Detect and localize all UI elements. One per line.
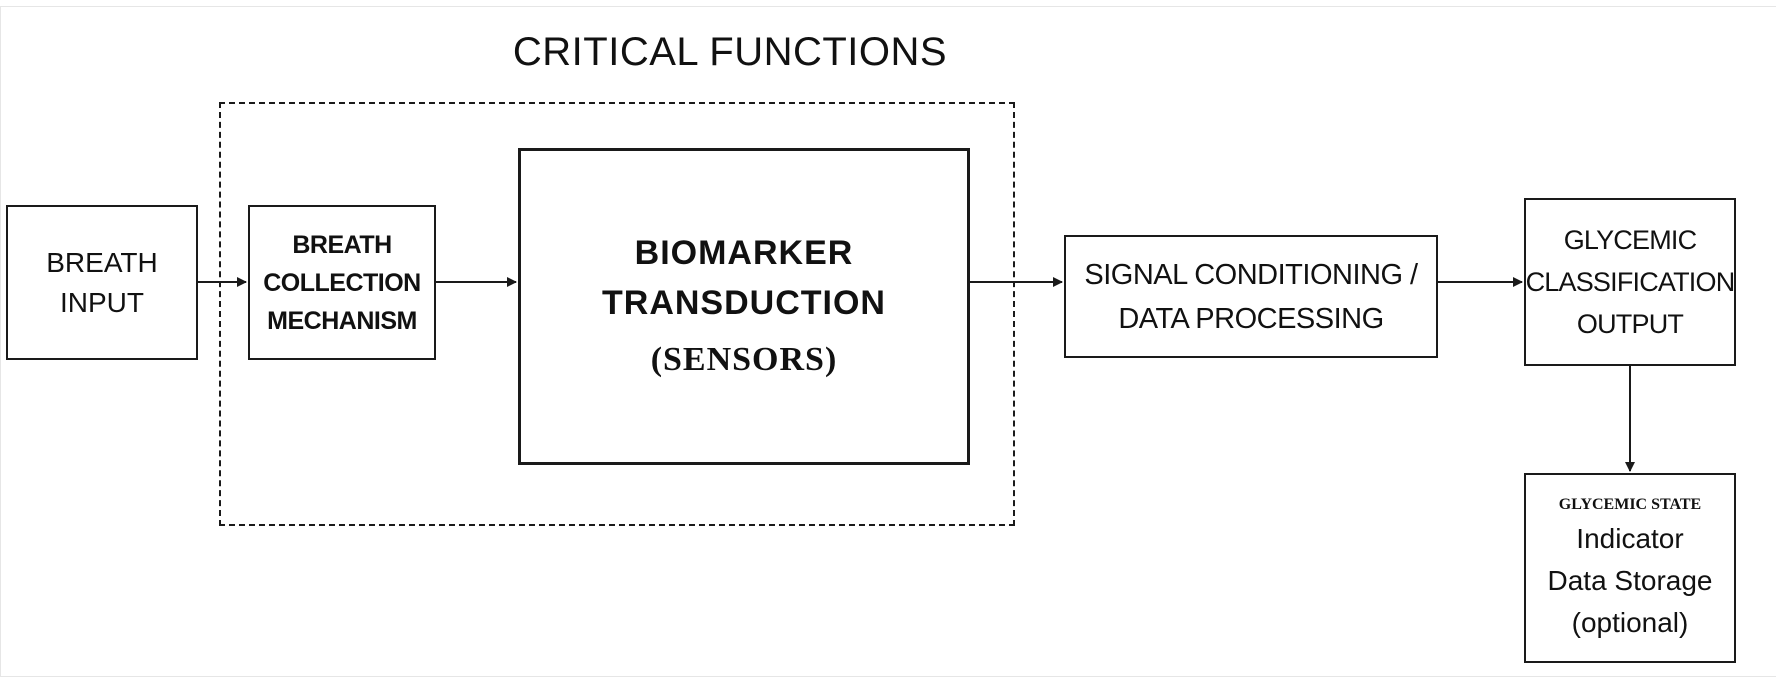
node-label-line: TRANSDUCTION bbox=[602, 283, 886, 322]
breath-collection-box: BREATH COLLECTION MECHANISM bbox=[248, 205, 436, 360]
node-label-line: BREATH bbox=[292, 230, 392, 259]
node-label-line: CLASSIFICATION bbox=[1525, 267, 1736, 297]
glycemic-output-box: GLYCEMIC CLASSIFICATION OUTPUT bbox=[1524, 198, 1736, 366]
frame-border-left bbox=[0, 6, 1, 676]
node-label-line: Indicator bbox=[1576, 523, 1684, 554]
breath-input-box: BREATH INPUT bbox=[6, 205, 198, 360]
diagram-title: CRITICAL FUNCTIONS bbox=[512, 30, 948, 74]
node-label-line: MECHANISM bbox=[267, 306, 417, 335]
node-label-line: GLYCEMIC bbox=[1563, 225, 1697, 255]
node-label-line: SIGNAL CONDITIONING / bbox=[1084, 258, 1418, 291]
frame-border-top bbox=[0, 6, 1776, 7]
node-label-line: COLLECTION bbox=[263, 268, 421, 297]
node-label-line: BIOMARKER bbox=[634, 233, 854, 272]
biomarker-transduction-box: BIOMARKER TRANSDUCTION (SENSORS) bbox=[518, 148, 970, 465]
frame-border-bottom bbox=[0, 676, 1776, 677]
node-label-line: (SENSORS) bbox=[650, 340, 838, 378]
node-label-line: Data Storage bbox=[1547, 565, 1713, 596]
node-label-line: (optional) bbox=[1571, 607, 1689, 638]
critical-functions-region bbox=[219, 102, 1015, 526]
node-label-line: OUTPUT bbox=[1576, 309, 1684, 339]
node-label-line: DATA PROCESSING bbox=[1118, 302, 1384, 335]
node-label-line: BREATH bbox=[46, 246, 158, 278]
data-storage-box: GLYCEMIC STATE Indicator Data Storage (o… bbox=[1524, 473, 1736, 663]
node-header: GLYCEMIC STATE bbox=[1558, 496, 1702, 513]
signal-processing-box: SIGNAL CONDITIONING / DATA PROCESSING bbox=[1064, 235, 1438, 358]
node-label-line: INPUT bbox=[60, 286, 144, 318]
